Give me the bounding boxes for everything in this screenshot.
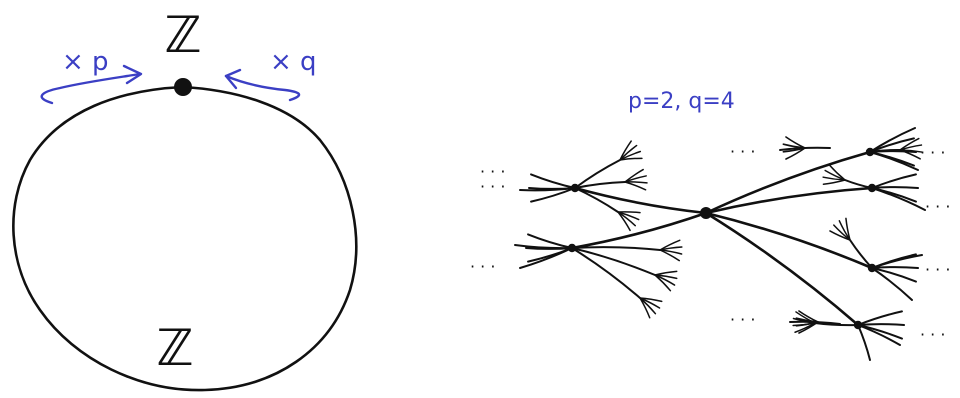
left-arrow-curve xyxy=(40,72,142,105)
tree-edge xyxy=(869,127,916,153)
tree-edge xyxy=(869,148,901,153)
tree-edge xyxy=(857,324,871,361)
ellipsis-mark: · · · xyxy=(480,162,505,181)
tree-sub-edge xyxy=(822,179,846,185)
tree-edge xyxy=(570,211,708,250)
tree-edge xyxy=(574,181,626,189)
tree-sub-edge xyxy=(845,217,851,241)
tree-sub-edge xyxy=(857,310,903,326)
ellipsis-marks: · · ·· · ·· · ·· · ·· · ·· · ·· · ·· · ·… xyxy=(470,142,950,344)
tree-sub-edge xyxy=(527,233,573,249)
tree-sub-edge xyxy=(899,149,921,160)
tree-edge xyxy=(857,324,901,346)
ellipsis-mark: · · · xyxy=(925,260,950,279)
tree-sub-edge xyxy=(871,267,917,283)
tree-edge xyxy=(814,322,859,327)
tree-edge xyxy=(573,186,708,215)
vertex-group-label: ℤ xyxy=(164,6,201,64)
ellipsis-mark: · · · xyxy=(730,310,755,329)
ellipsis-mark: · · · xyxy=(730,142,755,161)
ellipsis-mark: · · · xyxy=(920,143,945,162)
bass-serre-tree: p=2, q=4 · · ·· · ·· · ·· · ·· · ·· · ··… xyxy=(470,89,950,361)
graph-of-groups: ℤ ℤ × p × q xyxy=(12,6,358,392)
ellipsis-mark: · · · xyxy=(920,325,945,344)
tree-sub-edge xyxy=(617,211,631,232)
ellipsis-mark: · · · xyxy=(480,177,505,196)
tree-vertex xyxy=(700,207,712,219)
tree-edge xyxy=(571,247,641,299)
tree-edge xyxy=(871,187,926,211)
right-inclusion-arrow: × q xyxy=(224,47,317,102)
tree-sub-edge xyxy=(654,270,678,276)
tree-edge xyxy=(869,151,919,171)
tree-edge xyxy=(704,150,872,215)
tree-sub-edge xyxy=(639,297,651,319)
tree-sub-edge xyxy=(624,168,644,183)
tree-sub-edge xyxy=(530,173,576,189)
tree-sub-edge xyxy=(871,186,919,189)
tree-sub-edge xyxy=(828,163,846,181)
tree-sub-edge xyxy=(654,274,672,292)
edge-group-label: ℤ xyxy=(156,319,193,377)
tree-edge xyxy=(519,187,576,192)
tree-edge xyxy=(519,247,573,269)
tree-edge xyxy=(704,211,874,270)
right-arrow-label: × q xyxy=(270,47,317,77)
tree-edge xyxy=(571,246,661,251)
parameter-caption: p=2, q=4 xyxy=(628,89,735,114)
arrow-head-icon xyxy=(122,64,143,85)
tree-edge xyxy=(574,159,621,189)
tree-edge xyxy=(871,254,923,269)
tree-edge xyxy=(789,320,841,325)
tree-edge xyxy=(871,267,913,301)
loop-edge xyxy=(12,85,358,392)
tree-edge xyxy=(704,211,860,327)
tree-sub-edge xyxy=(619,157,643,161)
left-inclusion-arrow: × p xyxy=(40,47,143,105)
tree-edge xyxy=(779,146,831,151)
ellipsis-mark: · · · xyxy=(925,197,950,216)
tree-sub-edge xyxy=(857,323,905,326)
ellipsis-mark: · · · xyxy=(470,257,495,276)
tree-edge xyxy=(844,179,873,189)
vertex-dot xyxy=(174,78,192,96)
tree-edges xyxy=(514,127,926,361)
arrow-head-icon xyxy=(224,68,242,90)
tree-sub-edge xyxy=(659,249,681,262)
left-arrow-label: × p xyxy=(62,47,109,77)
tree-edge xyxy=(514,244,573,250)
tree-edge xyxy=(574,187,619,213)
tree-edge xyxy=(571,247,656,276)
tree-sub-edge xyxy=(624,181,647,191)
right-arrow-curve xyxy=(224,74,301,102)
tree-sub-edge xyxy=(871,173,917,189)
tree-sub-edge xyxy=(871,266,919,269)
tree-edge xyxy=(849,239,873,269)
tree-edge xyxy=(704,186,874,215)
